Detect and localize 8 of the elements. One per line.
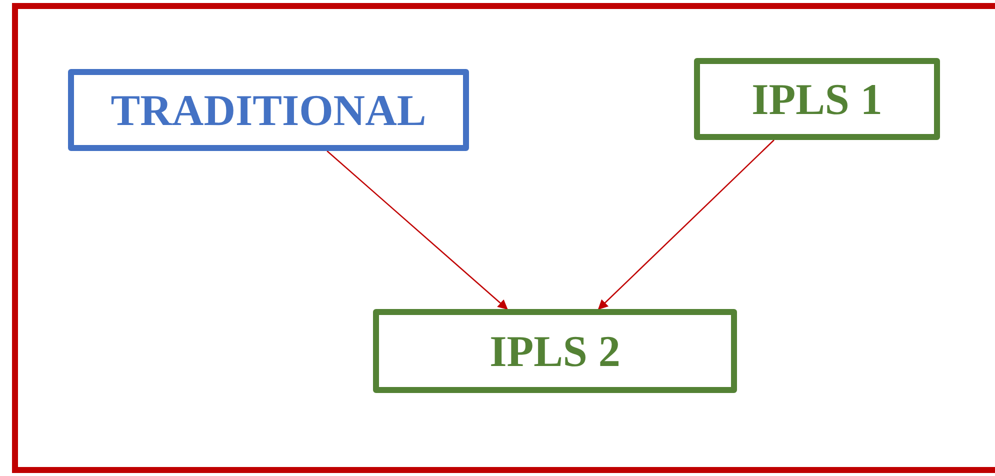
label-box [373,309,737,393]
label-box [68,69,469,151]
box-label: IPLS 2 [490,326,620,376]
arrow [598,140,774,310]
arrow [326,150,508,310]
box-label: IPLS 1 [752,74,882,124]
label-box [694,58,940,140]
box-label: TRADITIONAL [110,84,426,136]
